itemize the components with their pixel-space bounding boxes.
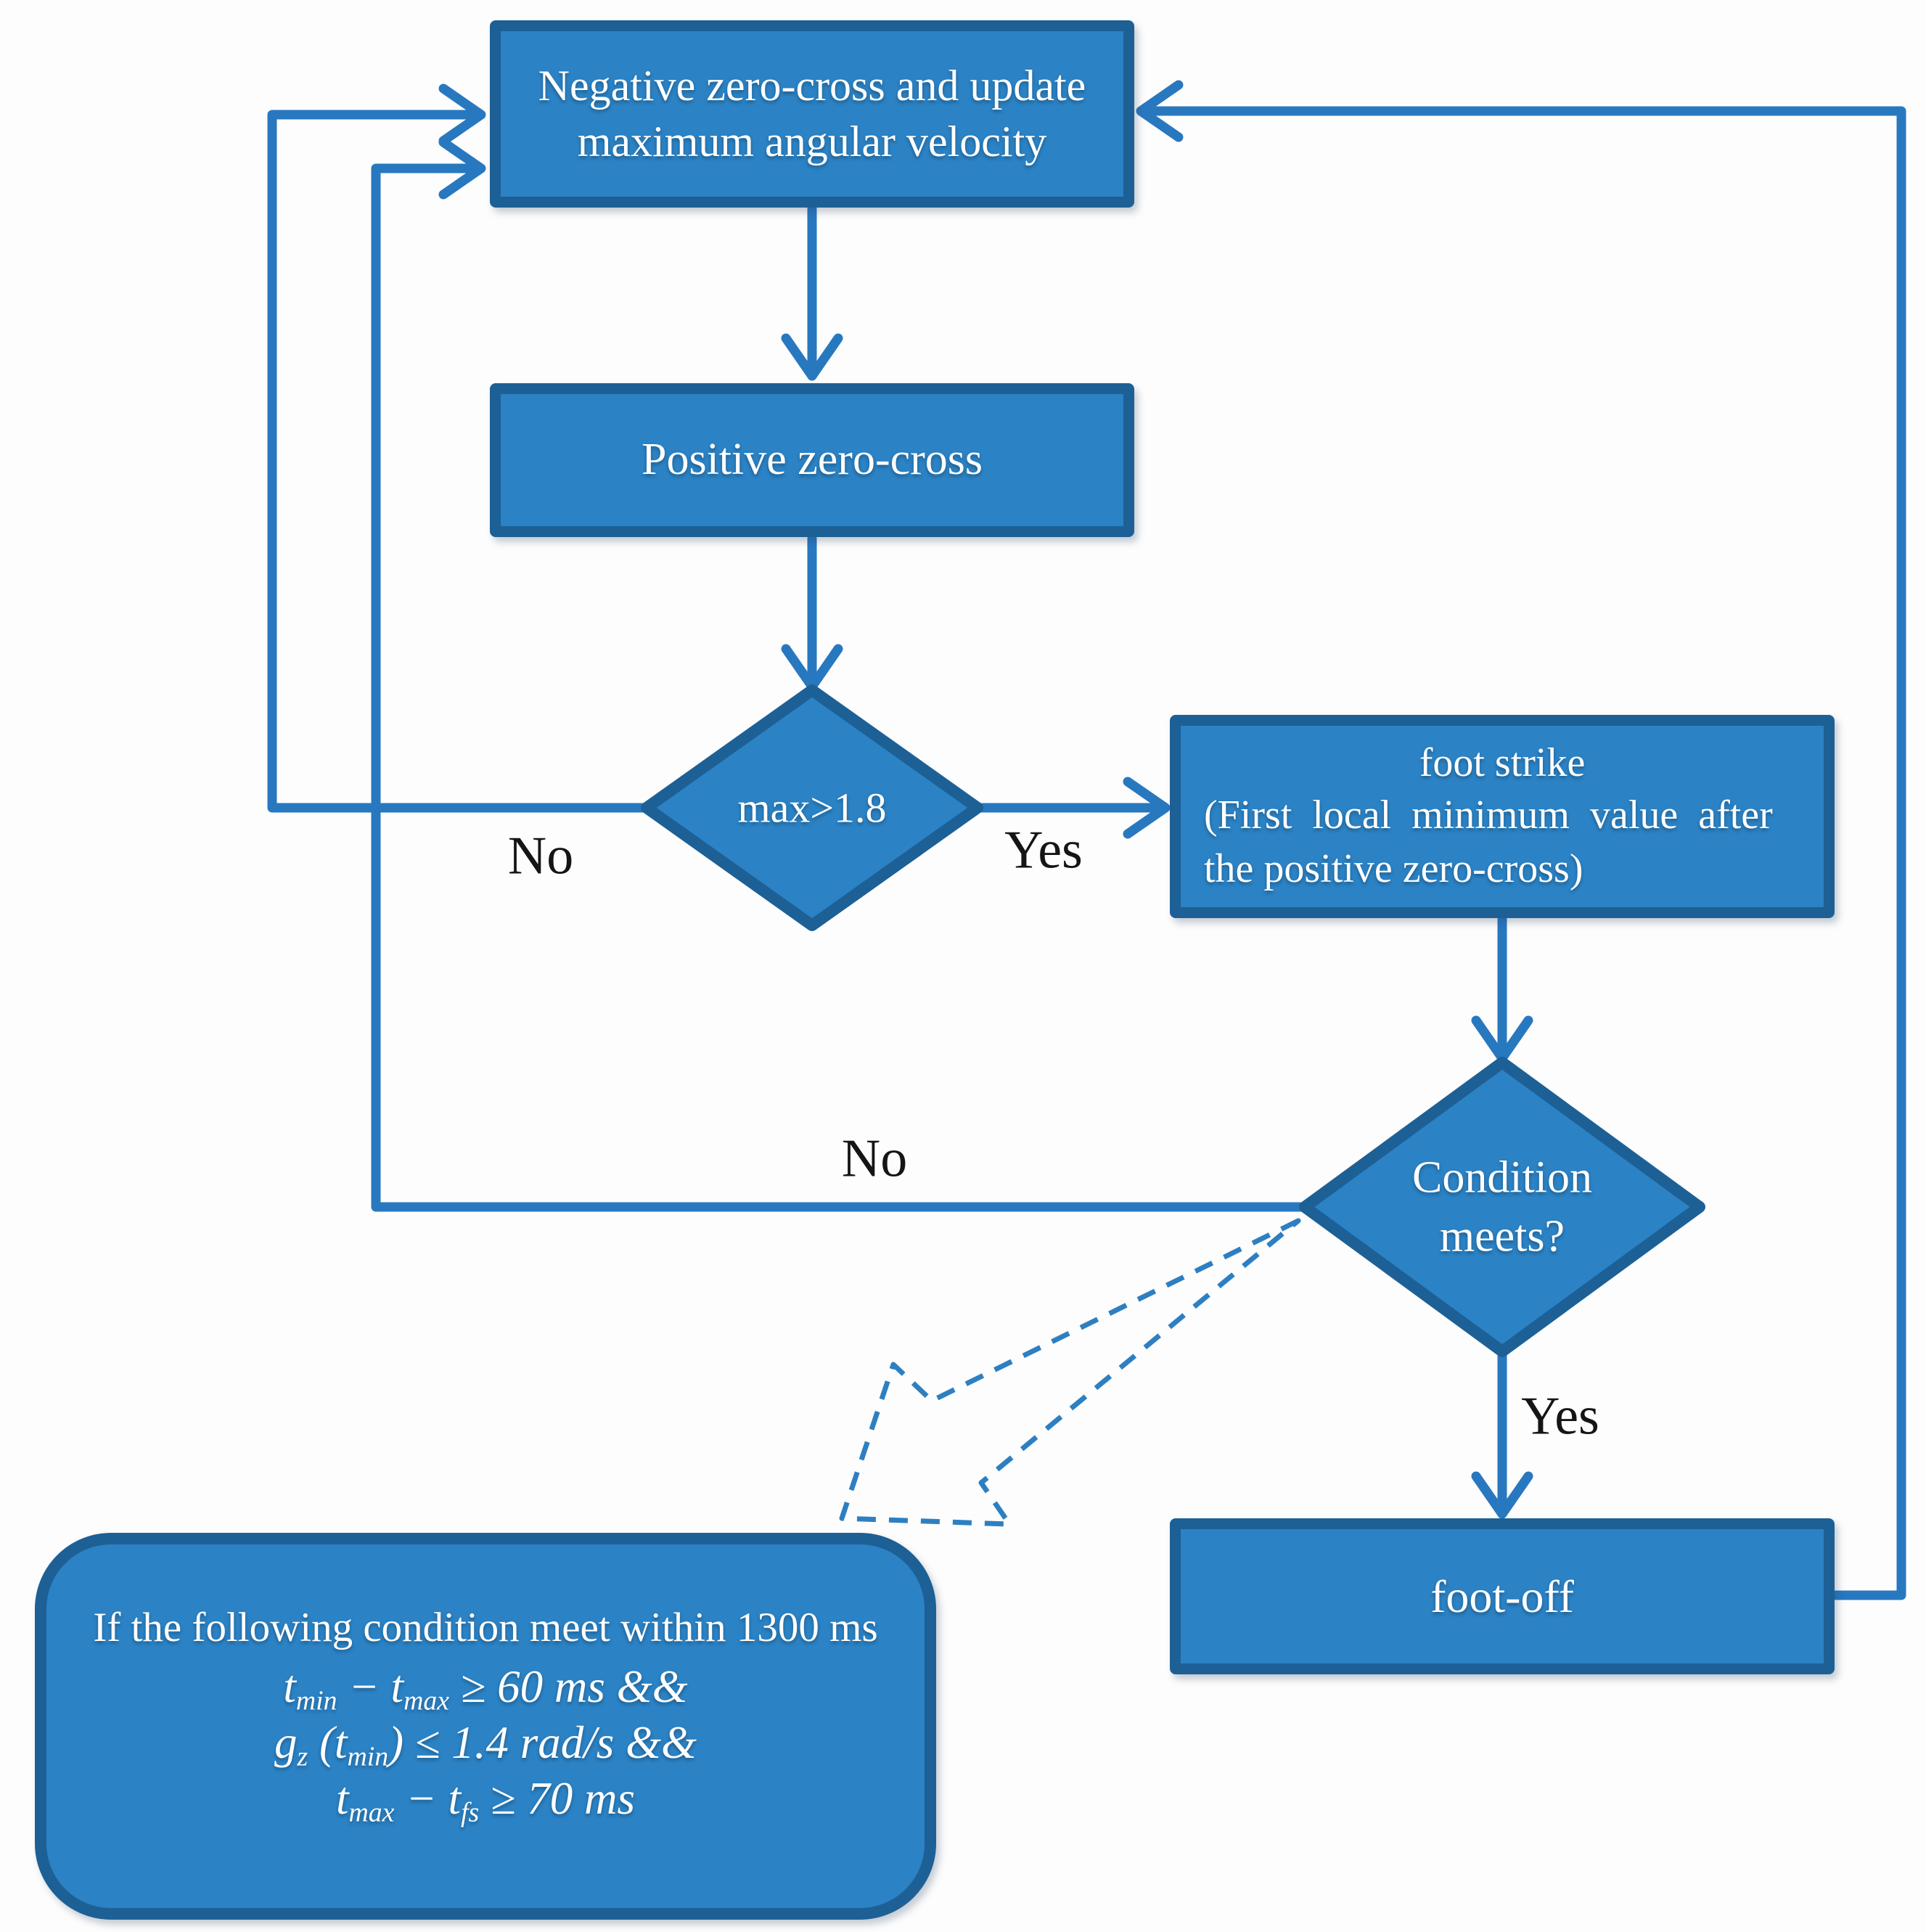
arrowhead-down-icon	[1471, 1471, 1533, 1519]
node-foot-strike: foot strike (First local minimum value a…	[1170, 715, 1835, 918]
branch-label-condition-yes: Yes	[1521, 1386, 1599, 1446]
arrowhead-down-icon	[781, 333, 843, 381]
decision-condition-shape	[1299, 1057, 1705, 1357]
node-negative-zero-cross: Negative zero-cross and update maximum a…	[490, 20, 1134, 208]
callout-formula-3: tmax − tfs ≥ 70 ms	[335, 1772, 636, 1828]
node-negative-zero-cross-line1: Negative zero-cross and update	[538, 62, 1086, 110]
node-foot-off-label: foot-off	[1430, 1570, 1574, 1622]
decision-max-shape	[641, 684, 983, 931]
callout-formula-2: gz (tmin) ≤ 1.4 rad/s &&	[274, 1716, 697, 1772]
branch-label-condition-no: No	[841, 1129, 908, 1189]
arrowhead-left-icon	[1136, 80, 1184, 142]
node-positive-zero-cross: Positive zero-cross	[490, 383, 1134, 537]
decision-condition-line2: meets?	[1439, 1211, 1565, 1261]
dashed-callout-arrow-icon	[839, 1218, 1301, 1527]
node-foot-off: foot-off	[1170, 1518, 1835, 1674]
connector-footoff-feedback-loop	[1145, 106, 1906, 1600]
connector-condition-no-loop	[371, 163, 1310, 1212]
node-positive-zero-cross-label: Positive zero-cross	[641, 435, 983, 485]
foot-strike-title: foot strike	[1419, 740, 1586, 785]
callout-formula-1: tmin − tmax ≥ 60 ms &&	[283, 1661, 688, 1716]
decision-condition-label: Condition meets?	[1412, 1148, 1592, 1265]
foot-strike-detail-line2: the positive zero-cross)	[1204, 846, 1583, 892]
arrowhead-right-icon	[1123, 777, 1171, 839]
decision-max-label: max>1.8	[737, 784, 887, 832]
branch-label-max-yes: Yes	[1004, 820, 1083, 880]
decision-condition-line1: Condition	[1411, 1153, 1593, 1203]
arrowhead-right-icon	[438, 137, 486, 200]
node-negative-zero-cross-line2: maximum angular velocity	[577, 118, 1047, 165]
callout-heading: If the following condition meet within 1…	[93, 1605, 878, 1651]
branch-label-max-no: No	[507, 826, 574, 886]
node-condition-callout: If the following condition meet within 1…	[35, 1533, 936, 1920]
foot-strike-detail-line1: (First local minimum value after	[1204, 793, 1773, 838]
arrowhead-right-icon	[438, 83, 486, 146]
connector-max-no-loop	[267, 110, 652, 813]
